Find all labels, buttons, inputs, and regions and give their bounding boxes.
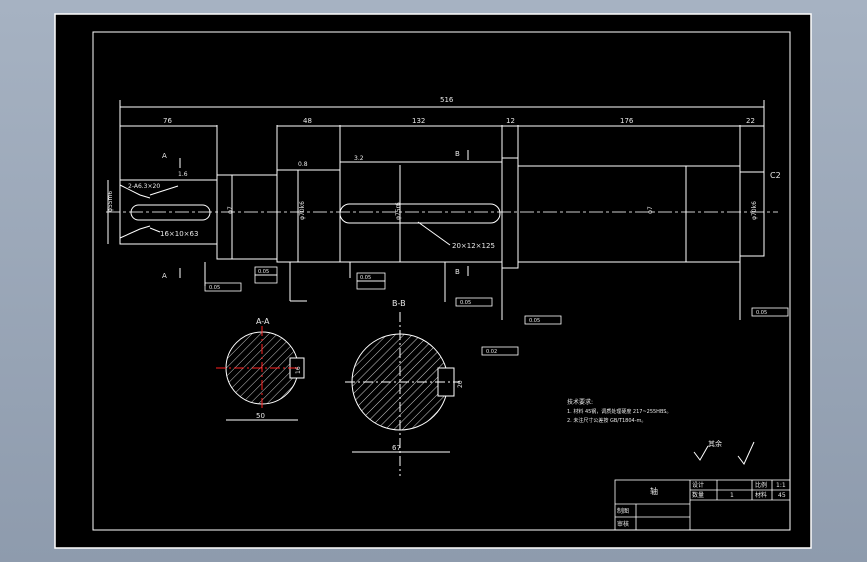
note-center-hole: 2-A6.3×20: [128, 183, 160, 190]
dim-seg-2: 48: [303, 117, 312, 125]
material-value: 45: [778, 492, 786, 499]
dim-aa-width: 50: [256, 412, 265, 420]
gdt-5-tol: 0.05: [529, 318, 540, 324]
design-label: 设计: [692, 481, 704, 489]
tech-req-title: 技术要求:: [567, 398, 593, 406]
dim-bb-key: 20: [457, 380, 464, 388]
roughness-a: 1.6: [178, 171, 188, 178]
scale-value: 1:1: [776, 482, 786, 489]
tech-req-line1: 1. 材料 45钢，调质处理硬度 217~255HBS。: [567, 408, 671, 415]
dim-d1: φ55m6: [107, 191, 114, 212]
dim-seg-5: 176: [620, 117, 634, 125]
gdt-4-tol: 0.05: [460, 300, 471, 306]
roughness-b: 0.8: [298, 161, 308, 168]
material-label: 材料: [755, 491, 767, 499]
section-bb-label: B-B: [392, 299, 406, 308]
note-keyway-mid: 20×12×125: [452, 242, 495, 250]
dim-aa-height: 16: [295, 366, 302, 374]
drawing-frame: [92, 31, 791, 531]
cut-a-bottom: A: [162, 272, 167, 280]
dim-d4: φ70k6: [751, 201, 758, 220]
check-label: 审核: [617, 520, 629, 528]
dim-seg-1: 76: [163, 117, 172, 125]
tech-req-line2: 2. 未注尺寸公差按 GB/T1804-m。: [567, 417, 646, 424]
drawn-label: 制图: [617, 507, 629, 515]
section-aa: [216, 326, 305, 421]
cut-b-bottom: B: [455, 268, 460, 276]
dim-seg-4: 12: [506, 117, 515, 125]
dim-seg-3: 132: [412, 117, 425, 125]
gdt-1-tol: 0.05: [209, 285, 220, 291]
scale-label: 比例: [755, 481, 767, 489]
shaft-seg-6: [739, 171, 765, 257]
gdt-7-tol: 0.02: [486, 349, 497, 355]
gdt-3-tol: 0.05: [360, 275, 371, 281]
section-aa-label: A-A: [256, 317, 270, 326]
dim-d3: φ75r6: [395, 202, 402, 220]
gdt-frames: [204, 266, 789, 356]
roughness-check-icon: [737, 441, 755, 465]
dim-seg-6: 22: [746, 117, 755, 125]
dim-bb-dia: 67: [392, 444, 401, 452]
note-chamfer: C2: [770, 171, 781, 180]
keyway-left: [130, 204, 211, 221]
gdt-6-tol: 0.05: [756, 310, 767, 316]
cut-b-top: B: [455, 150, 460, 158]
roughness-other: 其余: [708, 439, 722, 448]
roughness-c: 3.2: [354, 155, 364, 162]
dim-overall: 516: [440, 96, 454, 104]
gdt-2-tol: 0.05: [258, 269, 269, 275]
sheet-border: [54, 13, 812, 549]
cut-a-top: A: [162, 152, 167, 160]
dim-d5: φ7: [227, 206, 234, 214]
section-bb: [345, 312, 460, 476]
roughness-symbol-icon: [693, 445, 709, 461]
dim-d2: φ70k6: [299, 201, 306, 220]
center-hole: [119, 184, 151, 239]
title-block: [614, 479, 791, 531]
main-view: [106, 100, 778, 320]
qty-value: 1: [730, 492, 734, 499]
qty-label: 数量: [692, 491, 704, 499]
dim-d6: φ7: [647, 206, 654, 214]
note-keyway-left: 16×10×63: [160, 230, 198, 238]
part-name: 轴: [650, 486, 658, 496]
